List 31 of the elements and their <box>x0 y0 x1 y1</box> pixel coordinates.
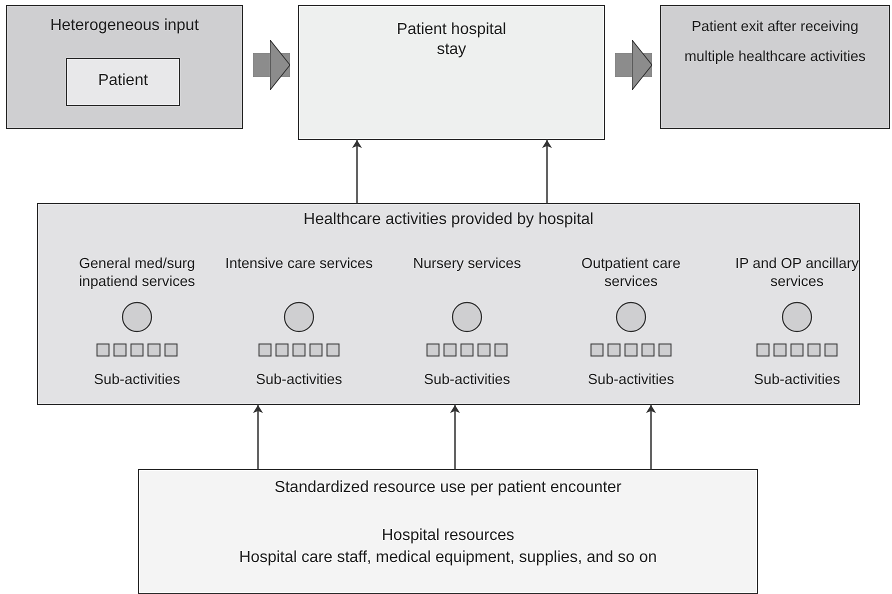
sub-activities-label: Sub-activities <box>254 371 344 389</box>
service-label: IP and OP ancillary services <box>734 255 860 291</box>
sub-activities-label: Sub-activities <box>752 371 842 389</box>
sub-activities-label: Sub-activities <box>422 371 512 389</box>
exit-box <box>660 5 890 129</box>
service-label: Outpatient care services <box>580 255 682 291</box>
node-subtitle: Hospital resources <box>380 526 516 546</box>
patient-box <box>66 58 180 106</box>
service-label: General med/surg inpatiend services <box>78 255 196 291</box>
activities-panel <box>37 203 860 405</box>
sub-activities-label: Sub-activities <box>586 371 676 389</box>
arrow <box>352 140 362 203</box>
sub-activities-label: Sub-activities <box>92 371 182 389</box>
block-arrow <box>615 40 652 90</box>
resources-box <box>138 469 758 594</box>
node-description: Hospital care staff, medical equipment, supplies, and so on <box>238 548 658 568</box>
node-title: Standardized resource use per patient encounter <box>274 478 622 498</box>
arrow <box>253 405 263 469</box>
node-title: Patient hospital stay <box>396 20 508 60</box>
service-label: Intensive care services <box>224 255 374 273</box>
service-label: Nursery services <box>412 255 522 273</box>
node-title: Healthcare activities provided by hospital <box>302 210 594 230</box>
input-box <box>6 5 243 129</box>
arrow <box>646 405 656 469</box>
block-arrow <box>253 40 290 90</box>
node-title: Heterogeneous input <box>49 16 200 36</box>
node-title: Patient <box>97 71 149 91</box>
arrow <box>542 140 552 203</box>
node-title: Patient exit after receiving multiple healthcare activities <box>683 18 867 67</box>
arrow <box>450 405 460 469</box>
hospital-stay-box <box>298 5 605 140</box>
